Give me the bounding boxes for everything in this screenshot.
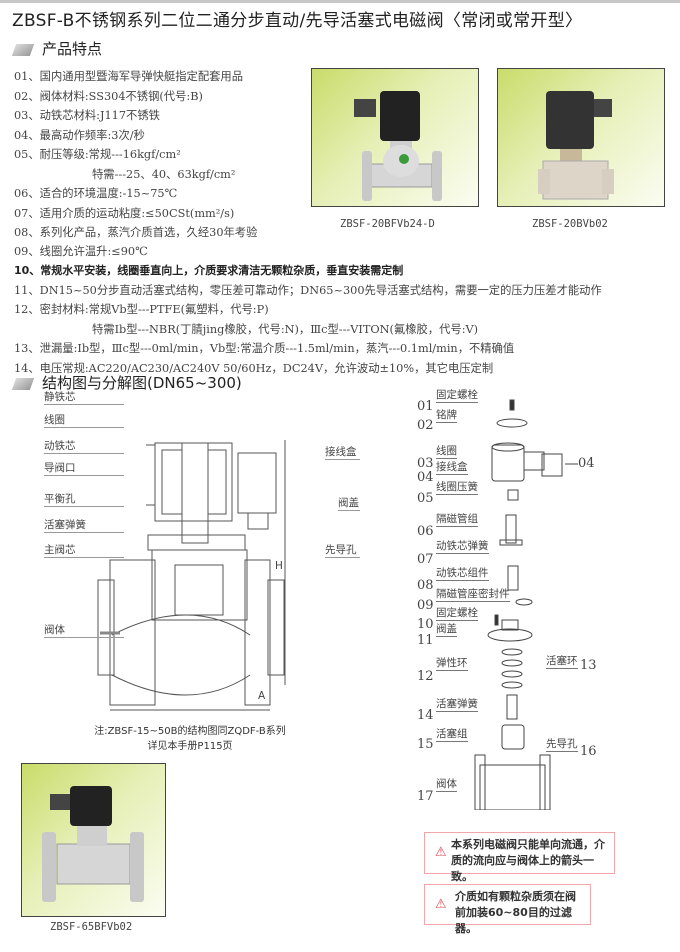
warning-line: 质的流向应与阀体上的箭头一致。: [451, 854, 594, 883]
feature-item: 08、系列化产品，蒸汽介质首选，久经30年考验: [14, 226, 258, 239]
section-label: 平衡孔: [44, 491, 124, 507]
dim-label-h: H: [275, 560, 283, 572]
part-label: 固定螺栓: [436, 607, 478, 621]
part-label: 隔磁管座密封件: [436, 588, 510, 602]
part-label: 隔磁管组: [436, 513, 478, 527]
section-label: 动铁芯: [44, 438, 124, 454]
part-number: 15: [417, 737, 434, 752]
part-number: 08: [417, 578, 434, 593]
section-label: 静铁芯: [44, 389, 124, 405]
dim-a: A: [258, 690, 266, 702]
photo-caption-1: ZBSF-20BFVb24-D: [340, 218, 435, 230]
part-label: 弹性环: [436, 657, 468, 671]
part-label: 活塞组: [436, 728, 468, 742]
part-number: 12: [417, 669, 434, 684]
section-title: 产品特点: [42, 40, 103, 58]
section-marker-icon: [11, 43, 35, 56]
part-number: 05: [417, 491, 434, 506]
feature-item: 14、电压常规:AC220/AC230/AC240V 50/60Hz，DC24V…: [14, 362, 494, 375]
dim-h: H: [275, 560, 283, 572]
part-number: 16: [580, 744, 597, 759]
page-title: ZBSF-B不锈钢系列二位二通分步直动/先导活塞式电磁阀〈常闭或常开型〉: [12, 11, 583, 31]
part-number: 11: [417, 633, 434, 648]
part-label: 动铁芯组件: [436, 567, 489, 581]
section-label: 导阀口: [44, 460, 124, 476]
product-photo-2: [497, 68, 665, 207]
part-label: 活塞环: [546, 655, 578, 669]
part-label: 线圈压簧: [436, 481, 478, 495]
warning-triangle-icon: ⚠: [435, 845, 447, 860]
part-label: 线圈: [436, 445, 457, 459]
section-label: 阀盖: [338, 497, 360, 511]
part-number: 10: [417, 617, 434, 632]
feature-item: 特需Ib型---NBR(丁腈jing橡胶，代号:N)，Ⅲc型---VITON(氟…: [92, 323, 479, 336]
feature-item: 03、动铁芯材料:J117不锈铁: [14, 109, 160, 122]
part-label: 铭牌: [436, 409, 457, 423]
part-number: 14: [417, 708, 434, 723]
part-label: 先导孔: [546, 738, 578, 752]
dim-label-a: A: [258, 690, 265, 702]
part-label: 阀盖: [436, 623, 457, 637]
section-label: 接线盒: [325, 444, 360, 460]
feature-item: 01、国内通用型暨海军导弹快艇指定配套用品: [14, 70, 244, 83]
note-line-2: 详见本手册P115页: [147, 741, 233, 752]
feature-item: 05、耐压等级:常规---16kgf/cm²: [14, 148, 181, 161]
section-label: 先导孔: [325, 542, 360, 558]
feature-item: 04、最高动作频率:3次/秒: [14, 129, 145, 142]
feature-item: 特需---25、40、63kgf/cm²: [92, 168, 236, 181]
photo-caption-3: ZBSF-65BFVb02: [50, 921, 133, 933]
note-line-1: 注:ZBSF-15~50B的结构图同ZQDF-B系列: [94, 726, 286, 737]
section-label: 线圈: [44, 412, 124, 428]
part-label: 动铁芯弹簧: [436, 540, 489, 554]
part-label: 活塞弹簧: [436, 698, 478, 712]
feature-item: 12、密封材料:常规Vb型---PTFE(氟塑料，代号:P): [14, 303, 269, 316]
warning-line: 本系列电磁阀只能单向流通，介: [451, 838, 605, 851]
part-number: 02: [417, 418, 434, 433]
feature-item: 06、适合的环境温度:-15~75℃: [14, 187, 178, 200]
part-number: 13: [580, 658, 597, 673]
exploded-view-drawing: [474, 399, 578, 810]
valve-flanged-image: [354, 91, 442, 201]
feature-item: 13、泄漏量:Ib型，Ⅲc型---0ml/min，Vb型:常温介质---1.5m…: [14, 342, 515, 355]
part-label: 固定螺栓: [436, 389, 478, 403]
feature-item: 09、线圈允许温升:≤90℃: [14, 245, 148, 258]
structure-note: 注:ZBSF-15~50B的结构图同ZQDF-B系列 详见本手册P115页: [60, 724, 320, 754]
product-photo-1: [311, 68, 479, 207]
section-title: 结构图与分解图(DN65~300): [42, 374, 242, 392]
section-header-features: 产品特点: [11, 38, 103, 59]
warning-triangle-icon: ⚠: [435, 897, 447, 912]
product-photo-3: [21, 763, 166, 917]
part-number: 07: [417, 552, 434, 567]
section-label: 阀体: [44, 622, 124, 638]
section-label: 主阀芯: [44, 542, 124, 558]
part-number: 06: [417, 524, 434, 539]
warning-box-flow: ⚠ 本系列电磁阀只能单向流通，介质的流向应与阀体上的箭头一致。: [424, 832, 615, 883]
top-rule: [0, 0, 680, 3]
part-number: 01: [417, 399, 434, 414]
feature-item: 10、常规水平安装，线圈垂直向上，介质要求清洁无颗粒杂质，垂直安装需定制: [14, 264, 404, 277]
part-04-callout: 04: [578, 456, 595, 471]
part-number: 03: [417, 456, 434, 471]
part-label: 阀体: [436, 778, 457, 792]
valve-threaded-image: [538, 91, 614, 200]
valve-section-drawing: [97, 440, 286, 711]
warning-line: 前加装60~80目的过滤器。: [455, 906, 572, 935]
feature-item: 07、适用介质的运动粘度:≤50CSt(mm²/s): [14, 207, 235, 220]
section-label: 活塞弹簧: [44, 517, 124, 533]
photo-caption-2: ZBSF-20BVb02: [532, 218, 608, 230]
valve-large-flanged-image: [42, 786, 144, 902]
warning-line: 介质如有颗粒杂质须在阀: [455, 890, 576, 903]
section-marker-icon: [11, 377, 35, 390]
part-number: 04: [417, 470, 434, 485]
warning-box-filter: ⚠ 介质如有颗粒杂质须在阀前加装60~80目的过滤器。: [424, 884, 591, 935]
part-label: 接线盒: [436, 461, 468, 475]
feature-item: 11、DN15~50分步直动活塞式结构，零压差可靠动作；DN65~300先导活塞…: [14, 284, 602, 297]
part-number: 09: [417, 598, 434, 613]
section-header-structure: 结构图与分解图(DN65~300): [11, 372, 242, 393]
part-number: 17: [417, 789, 434, 804]
feature-item: 02、阀体材料:SS304不锈钢(代号:B): [14, 90, 203, 103]
